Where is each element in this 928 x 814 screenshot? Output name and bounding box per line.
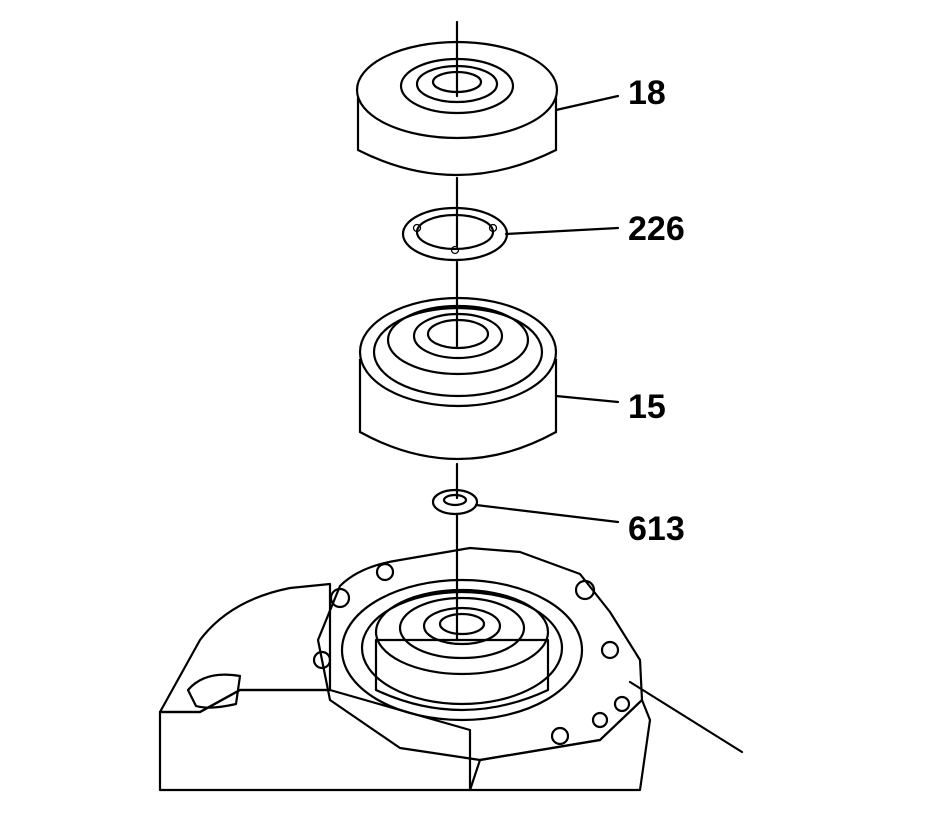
callout-labels: 18 226 15 613 (628, 74, 685, 548)
transmission-case (158, 546, 744, 792)
leader-18 (554, 94, 620, 112)
part-226-thrust-washer (401, 206, 509, 262)
part-15-clutch-housing (358, 296, 558, 460)
callout-613: 613 (628, 510, 685, 548)
leader-613 (474, 503, 620, 524)
leader-226 (504, 226, 620, 236)
callout-15: 15 (628, 388, 666, 426)
callout-226: 226 (628, 210, 685, 248)
leader-15 (554, 394, 620, 404)
leader-lines (474, 94, 620, 524)
part-18-drum (355, 40, 559, 176)
part-613-thrust-bearing (431, 488, 479, 516)
callout-18: 18 (628, 74, 666, 112)
